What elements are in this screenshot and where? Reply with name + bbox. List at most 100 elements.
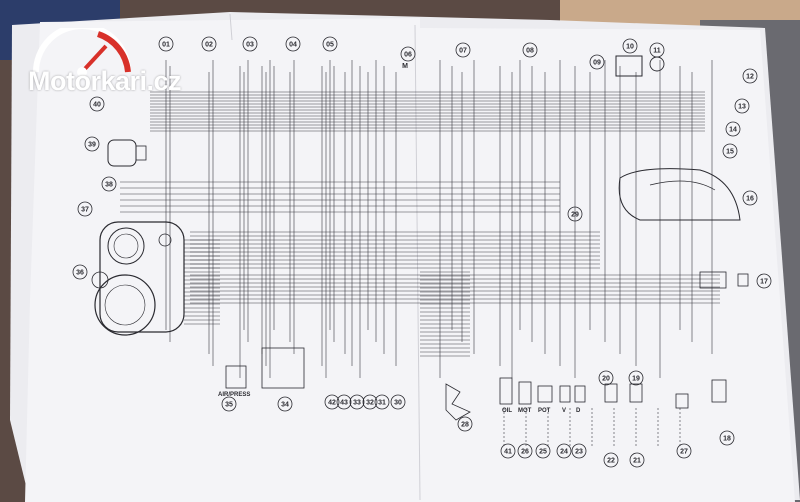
svg-text:36: 36: [76, 270, 84, 277]
instrument-cluster: [91, 221, 185, 336]
connector-17: [699, 271, 749, 289]
svg-text:15: 15: [726, 149, 734, 156]
callout-11: 11: [649, 42, 665, 58]
callout-33: 33: [349, 394, 365, 410]
callout-24: 24: [556, 443, 572, 459]
svg-text:22: 22: [607, 458, 615, 465]
callout-36: 36: [72, 264, 88, 280]
callout-16: 16: [742, 190, 758, 206]
svg-text:09: 09: [593, 60, 601, 67]
motorkari-logo: Motorkari.cz: [28, 28, 198, 108]
svg-text:32: 32: [366, 400, 374, 407]
callout-12: 12: [742, 68, 758, 84]
svg-text:19: 19: [632, 376, 640, 383]
pot-label: POT: [538, 408, 551, 414]
callout-26: 26: [517, 443, 533, 459]
wiring-lines: [120, 60, 720, 446]
svg-text:13: 13: [738, 104, 746, 111]
callout-30: 30: [390, 394, 406, 410]
oil-label: OIL: [502, 408, 512, 414]
svg-text:10: 10: [626, 44, 634, 51]
sensor-stack: [499, 377, 727, 409]
svg-text:21: 21: [633, 458, 641, 465]
callout-17: 17: [756, 273, 772, 289]
callout-42: 42: [324, 394, 340, 410]
callout-37: 37: [77, 201, 93, 217]
svg-text:03: 03: [246, 42, 254, 49]
svg-text:24: 24: [560, 449, 568, 456]
svg-text:28: 28: [461, 422, 469, 429]
callout-04: 04: [285, 36, 301, 52]
svg-text:14: 14: [729, 127, 737, 134]
svg-text:34: 34: [281, 402, 289, 409]
callout-28: 28: [457, 416, 473, 432]
callout-15: 15: [722, 143, 738, 159]
svg-text:11: 11: [653, 48, 661, 55]
callout-18: 18: [719, 430, 735, 446]
callout-02: 02: [201, 36, 217, 52]
svg-text:07: 07: [459, 48, 467, 55]
svg-text:02: 02: [205, 42, 213, 49]
motor-symbol-label: M: [402, 63, 408, 70]
callout-10: 10: [622, 38, 638, 54]
svg-text:41: 41: [504, 449, 512, 456]
svg-text:06: 06: [404, 52, 412, 59]
callout-39: 39: [84, 136, 100, 152]
callout-06: 06: [400, 46, 416, 62]
callout-31: 31: [374, 394, 390, 410]
callout-23: 23: [571, 443, 587, 459]
callout-32: 32: [362, 394, 378, 410]
svg-text:17: 17: [760, 279, 768, 286]
svg-text:16: 16: [746, 196, 754, 203]
svg-text:33: 33: [353, 400, 361, 407]
svg-text:26: 26: [521, 449, 529, 456]
callout-19: 19: [628, 370, 644, 386]
callout-43: 43: [336, 394, 352, 410]
headlight: [107, 139, 147, 167]
callout-01: 01: [158, 36, 174, 52]
callout-08: 08: [522, 42, 538, 58]
callout-25: 25: [535, 443, 551, 459]
svg-text:31: 31: [378, 400, 386, 407]
svg-text:37: 37: [81, 207, 89, 214]
callout-13: 13: [734, 98, 750, 114]
fuel-tank: [618, 168, 741, 221]
callout-09: 09: [589, 54, 605, 70]
svg-text:08: 08: [526, 48, 534, 55]
callout-35: 35: [221, 396, 237, 412]
svg-text:20: 20: [602, 376, 610, 383]
callout-03: 03: [242, 36, 258, 52]
callout-14: 14: [725, 121, 741, 137]
callout-29: 29: [567, 206, 583, 222]
svg-text:05: 05: [326, 42, 334, 49]
callout-05: 05: [322, 36, 338, 52]
svg-text:25: 25: [539, 449, 547, 456]
airpress-label: AIR/PRESS: [218, 392, 250, 398]
svg-text:42: 42: [328, 400, 336, 407]
speedometer-logo-icon: [33, 28, 131, 76]
callout-22: 22: [603, 452, 619, 468]
callout-20: 20: [598, 370, 614, 386]
svg-text:04: 04: [289, 42, 297, 49]
v-label: V: [562, 408, 566, 414]
svg-text:12: 12: [746, 74, 754, 81]
paper-edge: [229, 13, 233, 41]
callout-labels: 01 02 03 04 05 06 07 08 09 10 11 12 13 14 15 16 17 18 40 39…: [72, 36, 772, 468]
svg-text:27: 27: [680, 449, 688, 456]
connector-block-35: [225, 347, 305, 389]
brand-name: Motorkari.cz: [28, 66, 182, 96]
callout-41: 41: [500, 443, 516, 459]
callout-34: 34: [277, 396, 293, 412]
svg-text:40: 40: [93, 102, 101, 109]
svg-text:39: 39: [88, 142, 96, 149]
svg-text:18: 18: [723, 436, 731, 443]
callout-07: 07: [455, 42, 471, 58]
svg-text:38: 38: [105, 182, 113, 189]
callout-27: 27: [676, 443, 692, 459]
svg-text:43: 43: [340, 400, 348, 407]
d-label: D: [576, 408, 581, 414]
svg-text:23: 23: [575, 449, 583, 456]
callout-40: 40: [89, 96, 105, 112]
svg-text:29: 29: [571, 212, 579, 219]
